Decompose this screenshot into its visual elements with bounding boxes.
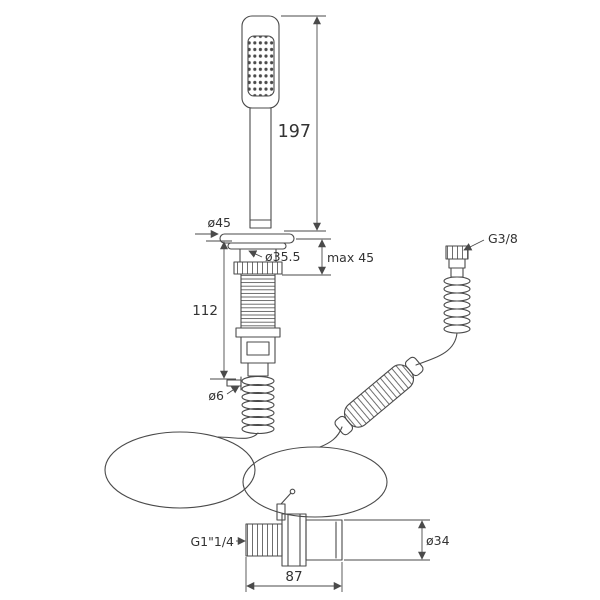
retaining-pin [226, 379, 242, 387]
label-elbow-length: 87 [285, 569, 302, 585]
outlet-neck [247, 362, 269, 377]
hose-end-fitting [415, 245, 471, 366]
elbow-hex-nut [281, 513, 307, 567]
hose-segment-end [415, 332, 458, 366]
bleed-valve-lever [280, 492, 292, 505]
deck-flange-disc [219, 233, 295, 244]
hose-loop-left [104, 431, 256, 509]
main-hose-spring [241, 375, 275, 435]
label-pin-diameter: ø6 [208, 388, 224, 403]
dimensions: 197 ø45 ø35.5 max 45 112 ø6 G3/8 G1"1/4 … [190, 15, 518, 592]
hose-weight [334, 356, 424, 436]
hose-segment-right [319, 426, 343, 448]
diverter-body [240, 336, 276, 364]
label-max-deck-thickness: max 45 [327, 250, 374, 265]
wand-handle [249, 107, 272, 229]
spring-coils [241, 375, 275, 435]
hose-loops [104, 426, 388, 518]
lower-collar [235, 327, 281, 338]
weight-body [343, 364, 415, 428]
leader-pin-diameter [226, 385, 240, 395]
label-wand-length: 197 [278, 122, 311, 142]
connector-collar [450, 267, 464, 278]
inlet-thread [245, 523, 283, 557]
label-inlet-connection: G1"1/4 [190, 534, 234, 549]
hose-loop-right [242, 446, 388, 518]
connector-nut [445, 245, 469, 260]
threaded-shank [240, 273, 276, 329]
spray-face-nozzles [247, 35, 275, 97]
end-spring-coils [443, 276, 471, 334]
weight-end-cap-right [334, 415, 354, 436]
hand-shower-wand [241, 15, 280, 229]
leader-escutcheon-diameter [248, 250, 263, 258]
label-elbow-diameter: ø34 [426, 533, 450, 548]
bleed-valve-knob [289, 488, 296, 495]
label-flange-diameter: ø45 [207, 215, 231, 230]
inlet-elbow-assembly [245, 488, 343, 567]
weight-end-cap-left [404, 356, 424, 377]
label-escutcheon-diameter: ø35.5 [265, 249, 300, 264]
hose-segment-left [217, 432, 259, 439]
deck-flange-assembly [219, 233, 295, 391]
label-hose-connection: G3/8 [488, 231, 518, 246]
diverter-window [246, 341, 270, 356]
elbow-body [305, 519, 343, 561]
connector-sleeve [448, 258, 466, 269]
label-under-deck-length: 112 [192, 303, 218, 319]
leader-hose-connection [463, 239, 485, 251]
